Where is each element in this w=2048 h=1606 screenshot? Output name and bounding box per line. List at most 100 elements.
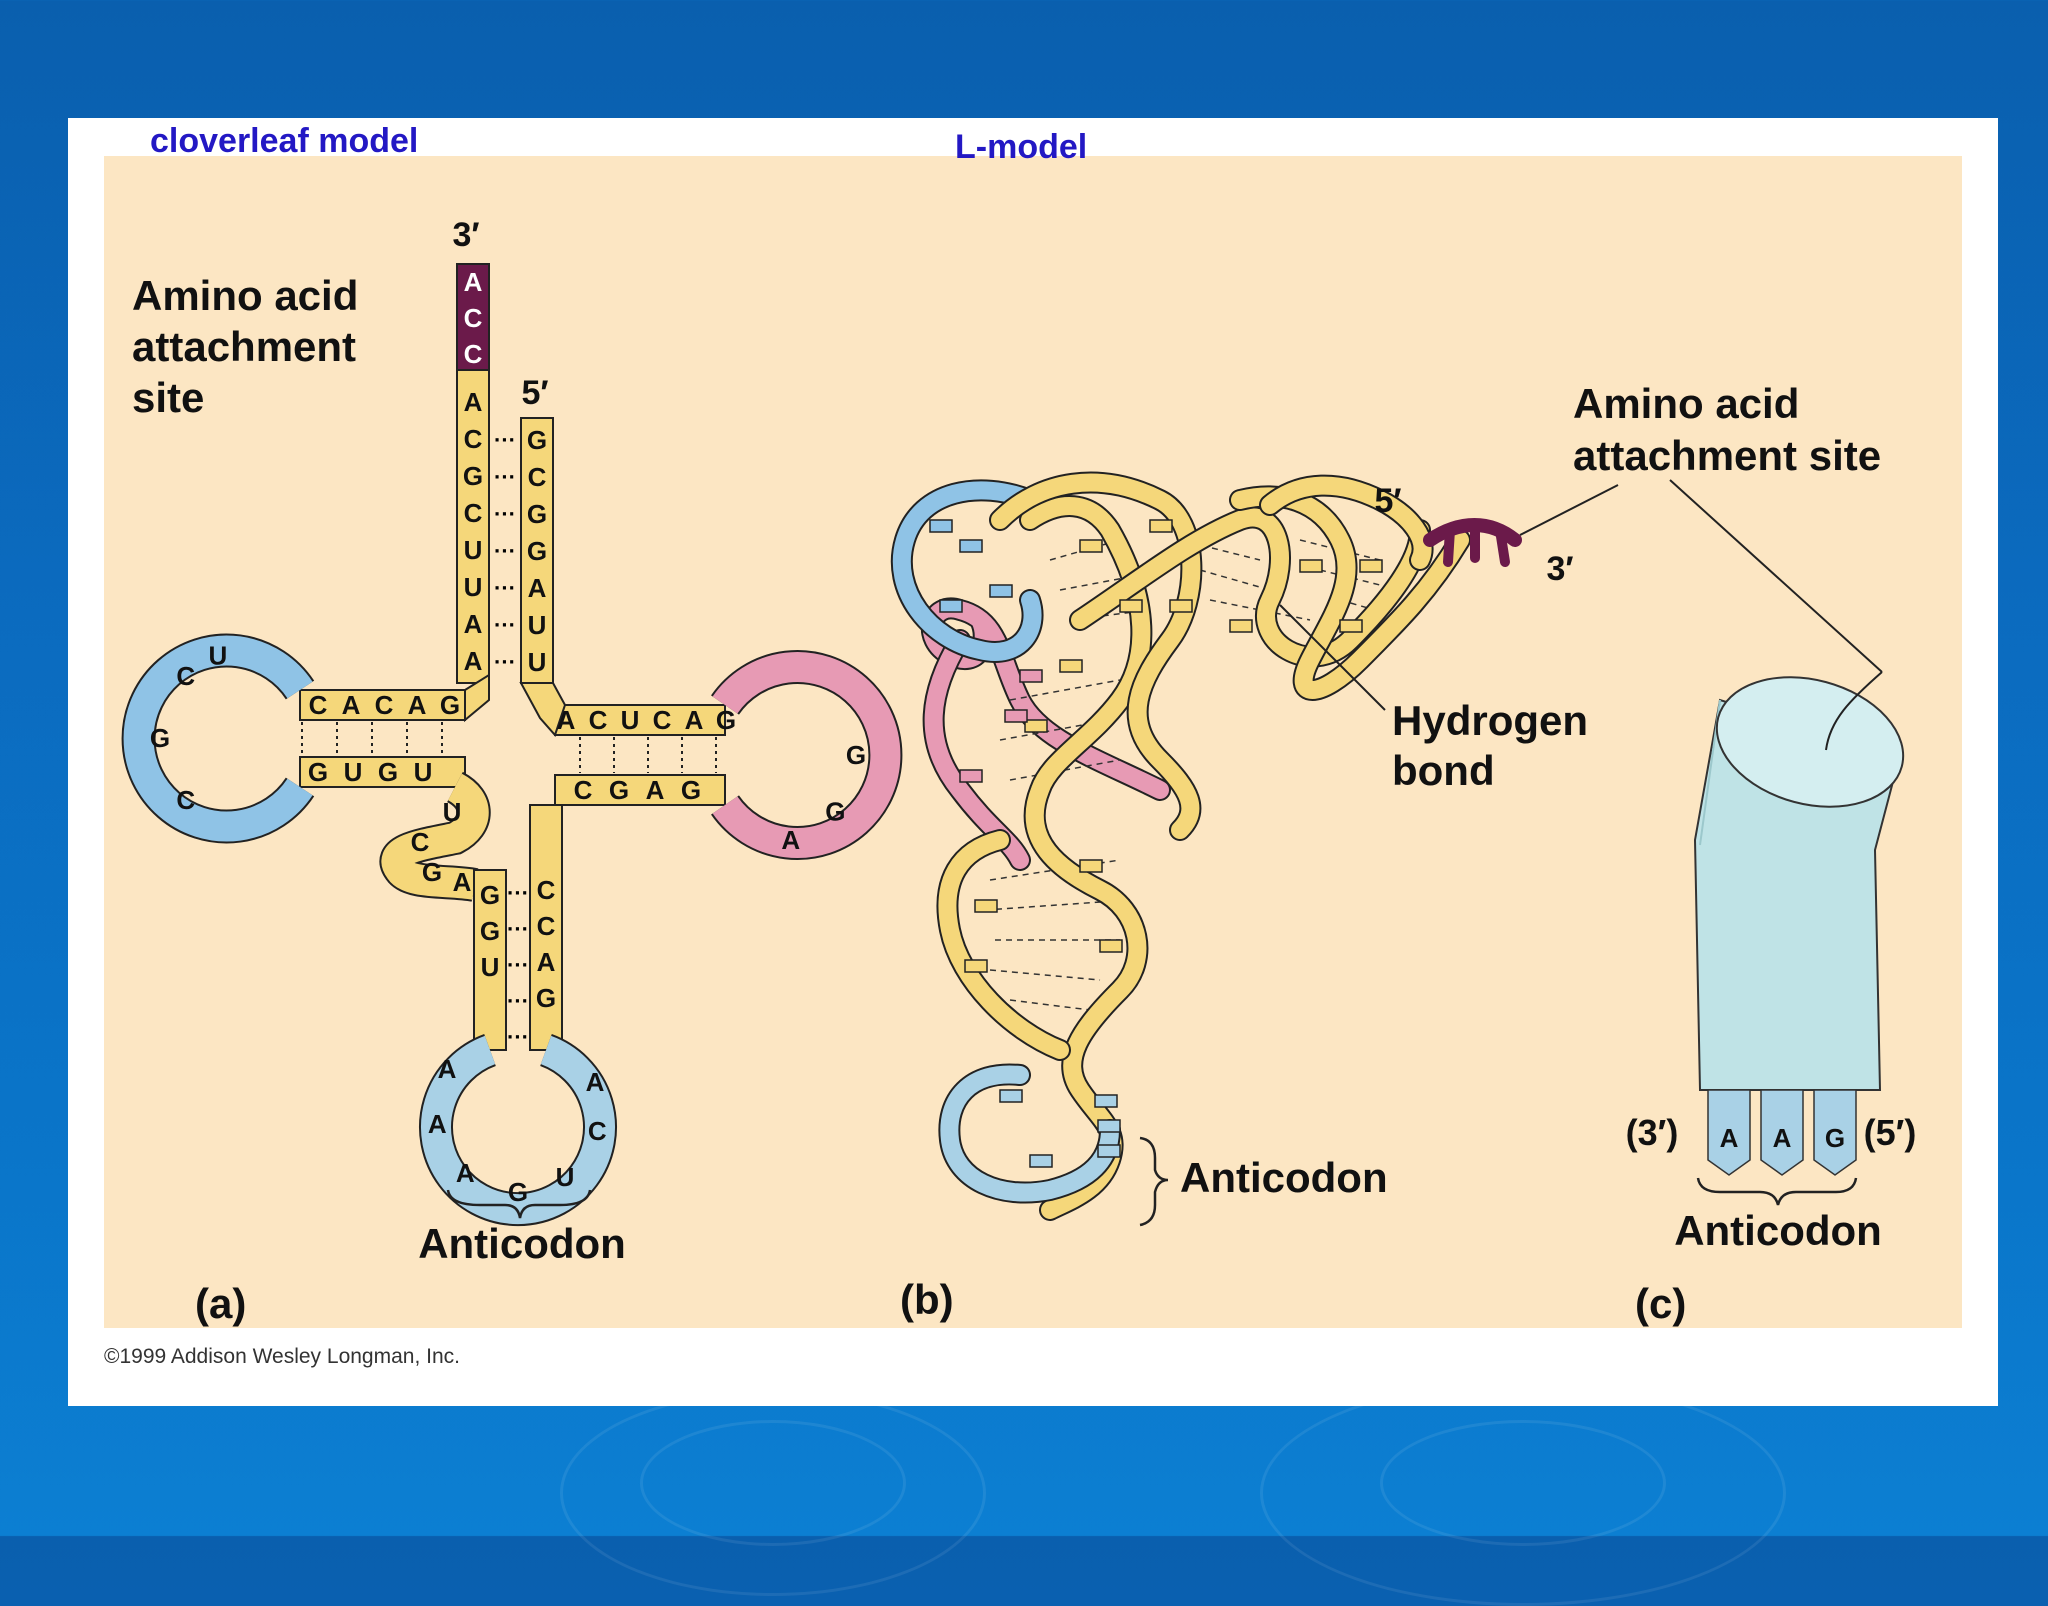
d-arm-top-strand — [299, 689, 466, 721]
nucleotide-base: G — [422, 857, 442, 887]
nucleotide-base: G — [527, 425, 547, 455]
d-arm-bottom-strand — [299, 756, 466, 788]
t-arm-bottom-strand — [554, 774, 726, 806]
nucleotide-base: A — [685, 705, 704, 735]
nucleotide-base: C — [411, 827, 430, 857]
nucleotide-base: A — [586, 1067, 605, 1097]
panel-b-l-model: 5′ 3′ Hydrogen bond Anticodon (b) — [890, 471, 1619, 1323]
nucleotide-base: U — [621, 705, 640, 735]
nucleotide-base: G — [150, 723, 170, 753]
b-leader-hbond — [1279, 604, 1386, 711]
nucleotide-base: C — [309, 690, 328, 720]
base-stub — [929, 519, 953, 533]
b-anticodon-label: Anticodon — [1180, 1154, 1388, 1201]
yellow-strand3 — [991, 473, 1201, 839]
hbond-rung — [1299, 539, 1381, 561]
nucleotide-base: C — [464, 498, 483, 528]
c-title-line2: attachment site — [1573, 432, 1881, 479]
a-title-line1: Amino acid — [132, 272, 358, 319]
anticodon-stem-hbond-dots: ··············· — [507, 881, 529, 1050]
hbond-dot: ··· — [494, 502, 516, 527]
nucleotide-base: C — [528, 462, 547, 492]
hbond-rung — [1009, 999, 1091, 1011]
base-stub — [1169, 599, 1193, 613]
nucleotide-base: A — [408, 690, 427, 720]
upper-helix-a — [1071, 508, 1429, 666]
nucleotide-base: G — [527, 499, 547, 529]
anticodon-base-block — [1813, 1089, 1857, 1176]
hbond-dot: ··· — [507, 1025, 529, 1050]
hbond-dot: ··· — [494, 576, 516, 601]
b-anticodon-brace — [1139, 1136, 1169, 1227]
nucleotide-base: U — [528, 647, 547, 677]
nucleotide-base: A — [537, 947, 556, 977]
anticodon-base-block — [1707, 1089, 1751, 1176]
nucleotide-base: A — [456, 1158, 475, 1188]
base-stub — [959, 539, 983, 553]
hbond-dot: ··· — [507, 881, 529, 906]
cylinder-top — [1715, 676, 1905, 808]
nucleotide-base: G — [308, 757, 328, 787]
nucleotide-base: A — [464, 267, 483, 297]
nucleotide-base: G — [681, 775, 701, 805]
nucleotide-base: A — [646, 775, 665, 805]
nucleotide-base: A — [438, 1054, 457, 1084]
base-stub — [1099, 939, 1123, 953]
hbond-rung — [1009, 679, 1121, 701]
t-loop — [712, 652, 901, 858]
acceptor-hbond-dots: ····················· — [494, 428, 516, 675]
base-stub — [964, 959, 988, 973]
anticodon-stem-left — [473, 869, 507, 1051]
nucleotide-base: C — [176, 785, 195, 815]
nucleotide-base: U — [464, 535, 483, 565]
b-panel-label: (b) — [900, 1276, 954, 1323]
nucleotide-base: C — [588, 1116, 607, 1146]
base-stub — [1119, 599, 1143, 613]
base-stub — [1097, 1119, 1121, 1133]
nucleotide-base: A — [342, 690, 361, 720]
nucleotide-base: C — [589, 705, 608, 735]
nucleotide-base: G — [440, 690, 460, 720]
anticodon-base-letter: A — [1720, 1123, 1739, 1153]
nucleotide-base: A — [464, 646, 483, 676]
a-end5-label: 5′ — [521, 374, 548, 412]
nucleotide-base: G — [463, 461, 483, 491]
caption-l-model: L-model — [955, 128, 1088, 166]
anticodon-stem-left-bases: GGU — [480, 880, 500, 982]
nucleotide-base: C — [375, 690, 394, 720]
hbond-dot: ··· — [494, 613, 516, 638]
nucleotide-base: G — [480, 916, 500, 946]
acceptor-end-stubs — [1443, 520, 1510, 567]
nucleotide-base: C — [176, 661, 195, 691]
nucleotide-base: G — [536, 983, 556, 1013]
nucleotide-base: U — [528, 610, 547, 640]
nucleotide-base: A — [464, 387, 483, 417]
base-stub — [1079, 539, 1103, 553]
nucleotide-base: U — [443, 797, 462, 827]
anticodon-base-letter: A — [1773, 1123, 1792, 1153]
nucleotide-base: A — [781, 825, 800, 855]
copyright-text: ©1999 Addison Wesley Longman, Inc. — [104, 1345, 460, 1368]
t-arm-hbond-dots — [579, 737, 717, 773]
d-loop — [123, 635, 313, 842]
hbond-rung — [989, 969, 1101, 981]
nucleotide-base: G — [609, 775, 629, 805]
c-panel-label: (c) — [1635, 1280, 1686, 1327]
base-stub — [1339, 619, 1363, 633]
blue-loop — [892, 481, 1042, 661]
nucleotide-base: G — [480, 880, 500, 910]
c-end5-label: (5′) — [1864, 1112, 1917, 1153]
b-end3-label: 3′ — [1546, 550, 1573, 588]
hbond-dot: ··· — [494, 650, 516, 675]
caption-cloverleaf: cloverleaf model — [150, 122, 419, 160]
pink-strand — [923, 599, 1169, 799]
b-hydrogen-line1: Hydrogen — [1392, 697, 1588, 744]
nucleotide-base: C — [653, 705, 672, 735]
yellow-strand2 — [938, 831, 1069, 1059]
